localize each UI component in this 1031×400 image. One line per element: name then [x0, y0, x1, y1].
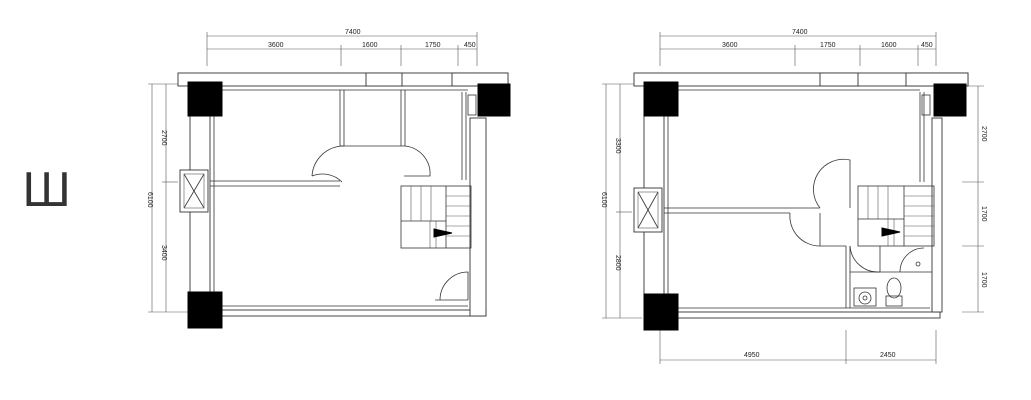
dim-left-seg4: 450: [464, 42, 476, 49]
dim-right-side-b: 1700: [980, 206, 987, 222]
plan-left: 7400 3600 1600 1750 450 2700 6100 3400: [146, 29, 511, 329]
dim-left-side-total: 6100: [146, 192, 153, 208]
plan-right: 7400 3600 1750 1600 450 3300 6100 2800 2…: [600, 29, 987, 364]
dim-right-seg2: 1750: [820, 42, 836, 49]
dim-right-seg3: 1600: [881, 42, 897, 49]
dim-left-side-lower: 3400: [160, 245, 167, 261]
dim-right-seg1: 3600: [722, 42, 738, 49]
dim-right-bottom-1: 4950: [744, 352, 760, 359]
dim-left-seg2: 1600: [362, 42, 378, 49]
plan-right-stair: [857, 185, 935, 247]
dim-right-seg4: 450: [921, 42, 933, 49]
plan-right-walls: [633, 72, 969, 319]
plan-right-columns: [643, 81, 967, 331]
dim-left-side-upper: 2700: [160, 130, 167, 146]
plan-left-dims-top: 7400 3600 1600 1750 450: [206, 29, 478, 66]
dim-left-total: 7400: [345, 29, 361, 36]
plan-right-dims-bottom: 4950 2450: [659, 330, 937, 364]
dim-right-side-a: 2700: [980, 126, 987, 142]
plan-left-columns: [187, 81, 511, 329]
dim-left-seg3: 1750: [425, 42, 441, 49]
plan-right-doors: [789, 158, 925, 273]
plan-left-doors: [311, 145, 469, 301]
dim-left-seg1: 3600: [268, 42, 284, 49]
plan-right-bathroom: [853, 261, 921, 307]
plan-right-dims-right: 2700 1700 1700: [962, 85, 987, 313]
dim-right-bottom-2: 2450: [880, 352, 896, 359]
dim-right-side-lower: 2800: [614, 255, 621, 271]
plan-right-dims-left: 3300 6100 2800: [600, 83, 642, 319]
plan-left-walls: [177, 72, 509, 317]
dim-right-side-c: 1700: [980, 272, 987, 288]
dim-right-total: 7400: [792, 29, 808, 36]
floor-mark: Ш: [22, 163, 71, 217]
dim-right-side-upper: 3300: [614, 138, 621, 154]
plan-left-stair: [400, 185, 472, 249]
dim-right-side-total: 6100: [600, 192, 607, 208]
plan-right-dims-top: 7400 3600 1750 1600 450: [659, 29, 937, 66]
